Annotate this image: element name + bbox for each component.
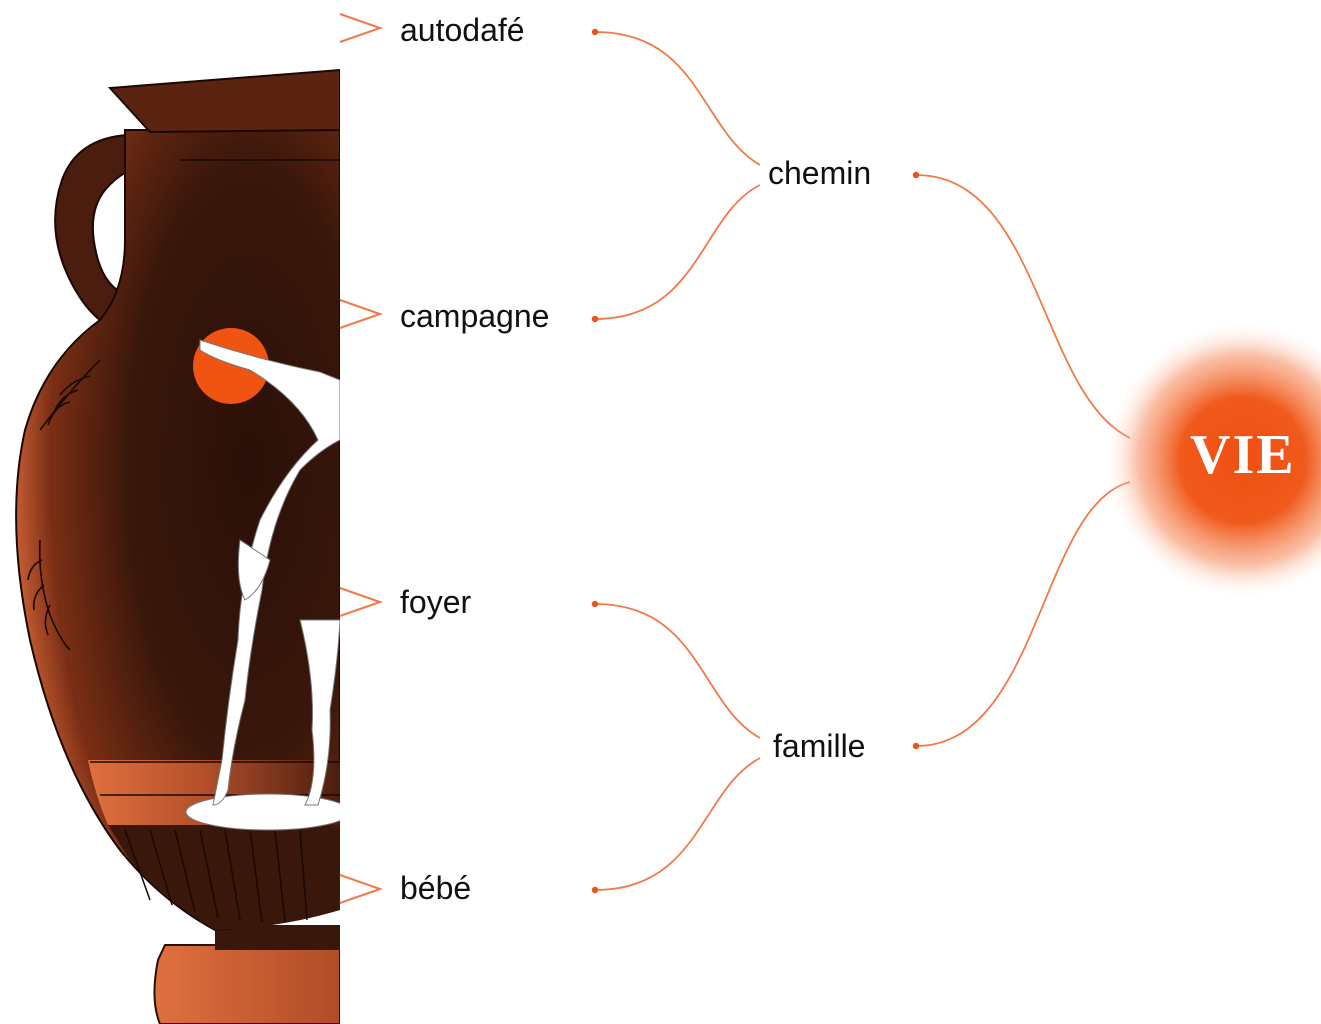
chevron-right-icon bbox=[340, 875, 380, 903]
dot-bebe bbox=[592, 887, 598, 893]
word-autodafe: autodafé bbox=[400, 14, 525, 46]
word-foyer: foyer bbox=[400, 586, 471, 618]
root-word-vie: VIE bbox=[1190, 427, 1296, 483]
connector-famille-vie bbox=[916, 482, 1130, 746]
connector-chemin-vie bbox=[916, 175, 1130, 438]
word-campagne: campagne bbox=[400, 300, 549, 332]
dot-famille bbox=[913, 743, 919, 749]
chevron-right-icon bbox=[340, 14, 380, 42]
word-famille: famille bbox=[773, 730, 865, 762]
dot-foyer bbox=[592, 601, 598, 607]
dot-autodafe bbox=[592, 29, 598, 35]
chevron-right-icon bbox=[340, 300, 380, 328]
dot-campagne bbox=[592, 316, 598, 322]
connector-campagne-chemin bbox=[595, 185, 760, 319]
dot-chemin bbox=[913, 172, 919, 178]
connector-autodafe-chemin bbox=[595, 32, 760, 165]
amphora-illustration bbox=[16, 70, 350, 1024]
word-chemin: chemin bbox=[768, 157, 871, 189]
connector-bebe-famille bbox=[595, 758, 760, 890]
chevrons bbox=[340, 14, 380, 903]
word-bebe: bébé bbox=[400, 872, 471, 904]
connector-foyer-famille bbox=[595, 604, 760, 738]
chevron-right-icon bbox=[340, 588, 380, 616]
